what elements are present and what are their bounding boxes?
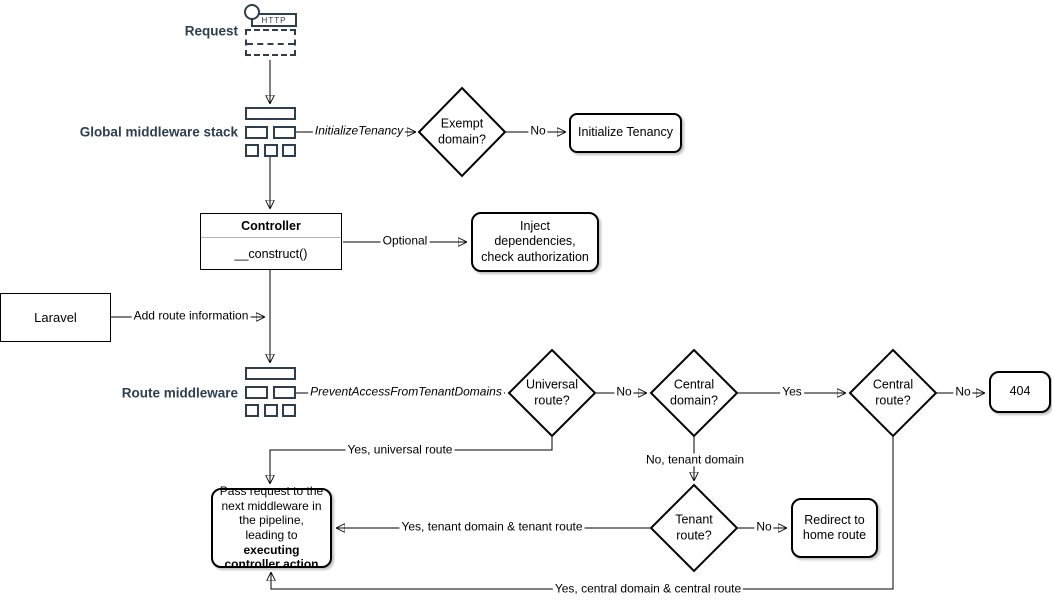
request-body-divider	[247, 42, 294, 45]
edge-label-yes-tenant: Yes, tenant domain & tenant route	[399, 519, 585, 534]
edge-label-central-route-no: No	[953, 384, 973, 399]
tenant-route-diamond	[649, 483, 739, 573]
route-middleware-stack-icon	[245, 367, 296, 417]
central-route-diamond	[848, 348, 938, 438]
central-domain-diamond	[649, 348, 739, 438]
exempt-domain-label: Exempt domain?	[438, 116, 486, 146]
edge-label-yes-universal: Yes, universal route	[345, 442, 455, 457]
central-domain-label: Central domain?	[670, 377, 718, 407]
http-label: HTTP	[261, 15, 287, 25]
http-request-icon: HTTP	[241, 3, 298, 57]
edge-label-add-route-info: Add route information	[131, 308, 251, 323]
controller-construct: __construct()	[234, 246, 308, 261]
request-circle-icon	[244, 4, 260, 20]
route-middleware-caption: Route middleware	[121, 385, 238, 401]
central-route-label: Central route?	[872, 377, 914, 407]
global-middleware-stack-icon	[245, 107, 296, 157]
request-caption: Request	[184, 23, 238, 39]
edge-label-optional: Optional	[380, 233, 430, 248]
exempt-domain-diamond	[417, 86, 507, 178]
universal-route-diamond	[507, 348, 597, 438]
edge-label-no-tenant-domain: No, tenant domain	[643, 452, 747, 467]
edge-label-universal-no: No	[614, 384, 634, 399]
request-http-header: HTTP	[251, 13, 297, 27]
inject-dependencies-box: Inject dependencies, check authorization	[471, 212, 599, 272]
universal-route-label: Universal route?	[525, 377, 579, 407]
controller-title: Controller	[201, 214, 341, 238]
laravel-box: Laravel	[0, 293, 111, 342]
pass-request-text: Pass request to the next middleware in t…	[219, 484, 324, 572]
controller-box: Controller __construct()	[200, 213, 342, 270]
tenant-route-label: Tenant route?	[675, 512, 713, 542]
edge-label-yes-central: Yes, central domain & central route	[552, 581, 744, 596]
edge-label-initialize-tenancy: InitializeTenancy	[312, 123, 406, 138]
pass-request-box: Pass request to the next middleware in t…	[211, 484, 332, 571]
request-body-dashed-box	[245, 29, 296, 56]
initialize-tenancy-box: Initialize Tenancy	[569, 113, 682, 153]
edge-label-prevent-access: PreventAccessFromTenantDomains	[308, 384, 504, 399]
edge-label-exempt-no: No	[528, 123, 548, 138]
global-middleware-caption: Global middleware stack	[79, 124, 238, 140]
edge-label-central-domain-yes: Yes	[780, 384, 804, 399]
404-box: 404	[989, 371, 1051, 413]
edge-label-tenant-no: No	[754, 519, 774, 534]
redirect-home-box: Redirect to home route	[791, 498, 878, 558]
